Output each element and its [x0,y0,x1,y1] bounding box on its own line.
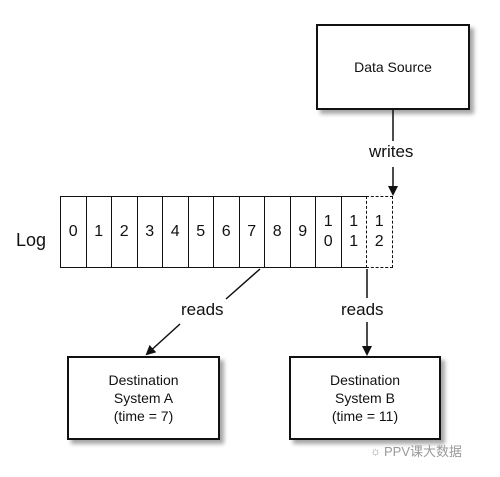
log-cell: 1 1 [340,196,367,268]
destination-a-line1: Destination [108,372,179,388]
log-cell: 5 [187,196,214,268]
log-cell: 9 [289,196,316,268]
destination-a-line3: (time = 7) [113,408,174,424]
log-cell: 4 [162,196,189,268]
data-source-box: Data Source [316,24,470,110]
destination-b-line1: Destination [329,372,401,388]
log-cell-pending: 1 2 [366,196,393,268]
log-label: Log [16,230,47,250]
destination-system-b-box: Destination System B (time = 11) [289,356,441,440]
destination-b-line2: System B [335,390,395,406]
writes-label: writes [369,142,414,161]
reads-a-arrow [145,323,181,356]
log-cell: 2 [111,196,138,268]
reads-a-arrow-upper [225,268,261,300]
log-cell: 7 [238,196,265,268]
watermark-text: PPV课大数据 [384,444,463,459]
data-source-label: Data Source [354,59,432,75]
log-cell: 8 [264,196,291,268]
wechat-icon: ☼ [370,443,381,458]
reads-a-label: reads [181,300,224,319]
watermark: ☼ PPV课大数据 [370,441,462,460]
destination-system-a-box: Destination System A (time = 7) [67,356,220,440]
destination-b-line3: (time = 11) [331,408,399,424]
reads-b-label: reads [341,300,384,319]
destination-a-line2: System A [113,390,174,406]
